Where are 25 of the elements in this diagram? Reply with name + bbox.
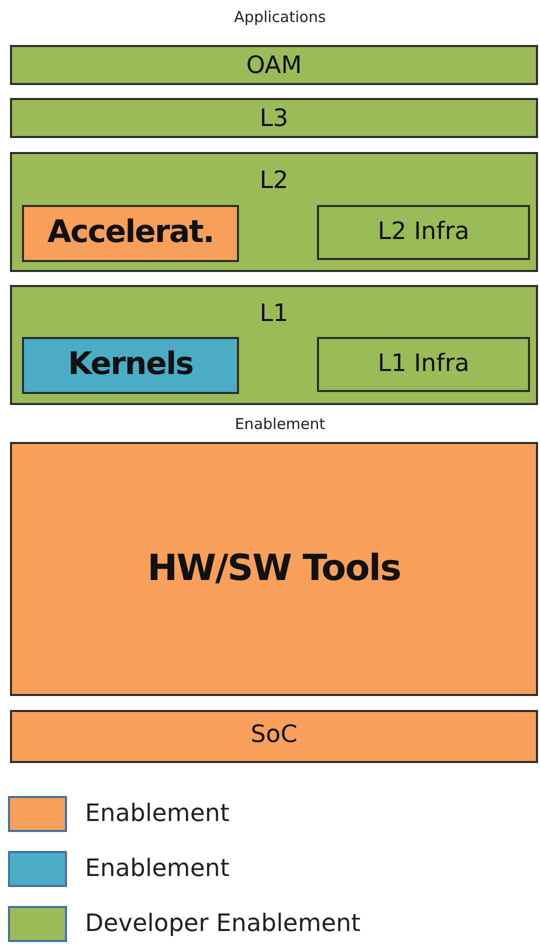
layer-bar: [10, 45, 538, 85]
legend-label: Enablement: [85, 799, 230, 827]
section-title: Enablement: [234, 415, 326, 433]
node-label: Kernels: [67, 346, 194, 382]
layer-panel: [10, 152, 538, 272]
component-box: [317, 205, 530, 260]
legend-label: Enablement: [85, 854, 230, 882]
node-label: SoC: [250, 720, 298, 748]
layer-panel: [10, 285, 538, 405]
node-label: L3: [258, 104, 290, 132]
node-label: L1: [258, 299, 290, 327]
legend-label: Developer Enablement: [85, 909, 361, 937]
soc-bar: [10, 710, 538, 763]
node-label: HW/SW Tools: [146, 548, 402, 589]
component-box: [317, 337, 530, 392]
component-box: [22, 205, 239, 262]
component-box: [22, 337, 239, 394]
node-label: Accelerat.: [46, 214, 215, 250]
section-title: Applications: [233, 8, 327, 26]
node-label: OAM: [245, 51, 303, 79]
tools-box: [10, 442, 538, 696]
node-label: L2 Infra: [376, 217, 470, 245]
node-label: L1 Infra: [376, 349, 470, 377]
layer-bar: [10, 98, 538, 138]
node-label: L2: [258, 166, 290, 194]
